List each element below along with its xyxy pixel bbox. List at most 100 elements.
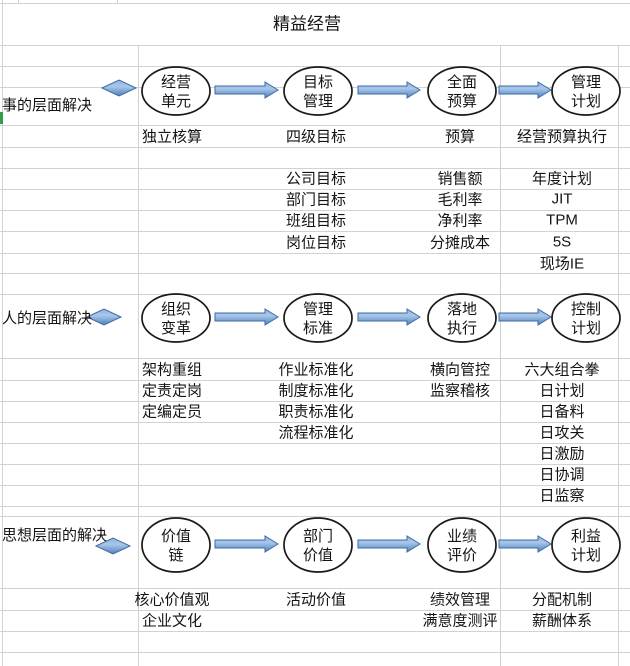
flow-node-label-line: 利益 bbox=[570, 528, 602, 545]
table-cell[interactable]: 定责定岗 bbox=[141, 382, 203, 400]
selection-indicator bbox=[0, 112, 3, 124]
flow-node-ellipse[interactable] bbox=[141, 293, 211, 343]
flow-node-label-line: 计划 bbox=[570, 547, 602, 564]
table-cell[interactable]: 架构重组 bbox=[141, 361, 203, 379]
table-cell[interactable]: 年度计划 bbox=[531, 170, 593, 188]
flow-node-label[interactable]: 管理标准 bbox=[303, 300, 333, 338]
flow-node-label[interactable]: 业绩评价 bbox=[447, 527, 477, 565]
flow-node-label-line: 管理 bbox=[302, 93, 334, 110]
flow-node-ellipse[interactable] bbox=[141, 517, 211, 573]
flow-node-label[interactable]: 价值链 bbox=[161, 527, 191, 565]
flow-arrow[interactable] bbox=[357, 81, 421, 99]
table-cell[interactable]: 分配机制 bbox=[531, 591, 593, 609]
flow-node-label-line: 标准 bbox=[302, 320, 334, 337]
flow-node-label-line: 管理 bbox=[570, 74, 602, 91]
table-cell[interactable]: 日监察 bbox=[539, 487, 585, 505]
table-cell[interactable]: 职责标准化 bbox=[278, 403, 354, 421]
flow-node-ellipse[interactable] bbox=[427, 293, 497, 343]
flow-node-label-line: 执行 bbox=[446, 320, 478, 337]
flow-node-label[interactable]: 组织变革 bbox=[161, 300, 191, 338]
flow-node-label-line: 价值 bbox=[302, 547, 334, 564]
table-cell[interactable]: 日计划 bbox=[539, 382, 585, 400]
table-cell[interactable]: 核心价值观 bbox=[134, 591, 210, 609]
flow-node-label-line: 计划 bbox=[570, 320, 602, 337]
flow-node-label[interactable]: 经营单元 bbox=[161, 73, 191, 111]
table-cell[interactable]: 四级目标 bbox=[285, 128, 347, 146]
table-cell[interactable]: 岗位目标 bbox=[285, 234, 347, 252]
flow-node-ellipse[interactable] bbox=[283, 517, 353, 573]
flow-node-label-line: 计划 bbox=[570, 93, 602, 110]
flow-node-label-line: 经营 bbox=[160, 74, 192, 91]
table-cell[interactable]: 销售额 bbox=[437, 170, 483, 188]
row-label[interactable]: 思想层面的解决 bbox=[2, 527, 108, 544]
table-cell[interactable]: 流程标准化 bbox=[278, 424, 354, 442]
flow-node-label-line: 链 bbox=[168, 547, 184, 564]
flow-node-label[interactable]: 落地执行 bbox=[447, 300, 477, 338]
table-cell[interactable]: 监察稽核 bbox=[429, 382, 491, 400]
table-cell[interactable]: 日激励 bbox=[539, 445, 585, 463]
flow-node-label[interactable]: 利益计划 bbox=[571, 527, 601, 565]
flow-node-ellipse[interactable] bbox=[551, 66, 621, 116]
flow-node-ellipse[interactable] bbox=[141, 66, 211, 116]
connector-diamond[interactable] bbox=[85, 308, 123, 326]
table-cell[interactable]: 横向管控 bbox=[429, 361, 491, 379]
flow-arrow[interactable] bbox=[498, 81, 552, 99]
table-cell[interactable]: JIT bbox=[551, 190, 573, 208]
flow-arrow[interactable] bbox=[357, 535, 421, 553]
table-cell[interactable]: 满意度测评 bbox=[422, 612, 498, 630]
flow-node-label[interactable]: 控制计划 bbox=[571, 300, 601, 338]
flow-node-label[interactable]: 管理计划 bbox=[571, 73, 601, 111]
flow-node-label-line: 管理 bbox=[302, 301, 334, 318]
table-cell[interactable]: 独立核算 bbox=[141, 128, 203, 146]
row-label[interactable]: 事的层面解决 bbox=[2, 97, 93, 114]
row-label[interactable]: 人的层面解决 bbox=[2, 310, 93, 327]
flow-node-ellipse[interactable] bbox=[427, 66, 497, 116]
table-cell[interactable]: 净利率 bbox=[437, 212, 483, 230]
flow-node-label-line: 业绩 bbox=[446, 528, 478, 545]
table-cell[interactable]: 六大组合拳 bbox=[524, 361, 600, 379]
flow-node-ellipse[interactable] bbox=[551, 517, 621, 573]
table-cell[interactable]: 活动价值 bbox=[285, 591, 347, 609]
flow-node-label-line: 落地 bbox=[446, 301, 478, 318]
flow-node-ellipse[interactable] bbox=[427, 517, 497, 573]
flow-node-label[interactable]: 目标管理 bbox=[303, 73, 333, 111]
flow-node-label[interactable]: 部门价值 bbox=[303, 527, 333, 565]
table-cell[interactable]: 薪酬体系 bbox=[531, 612, 593, 630]
table-cell[interactable]: 日协调 bbox=[539, 466, 585, 484]
table-cell[interactable]: 制度标准化 bbox=[278, 382, 354, 400]
flow-node-label-line: 价值 bbox=[160, 528, 192, 545]
table-cell[interactable]: 绩效管理 bbox=[429, 591, 491, 609]
flow-arrow[interactable] bbox=[214, 308, 279, 326]
table-cell[interactable]: 分摊成本 bbox=[429, 234, 491, 252]
flow-arrow[interactable] bbox=[498, 308, 552, 326]
table-cell[interactable]: 现场IE bbox=[539, 255, 585, 273]
table-cell[interactable]: 5S bbox=[552, 233, 572, 251]
table-cell[interactable]: 班组目标 bbox=[285, 212, 347, 230]
flow-node-label-line: 评价 bbox=[446, 547, 478, 564]
sheet-title[interactable]: 精益经营 bbox=[273, 14, 341, 34]
table-cell[interactable]: 毛利率 bbox=[437, 191, 483, 209]
flow-arrow[interactable] bbox=[357, 308, 421, 326]
connector-diamond[interactable] bbox=[100, 79, 138, 97]
table-cell[interactable]: 部门目标 bbox=[285, 191, 347, 209]
table-cell[interactable]: 日备料 bbox=[539, 403, 585, 421]
flow-arrow[interactable] bbox=[214, 535, 279, 553]
table-cell[interactable]: 企业文化 bbox=[141, 612, 203, 630]
table-cell[interactable]: 经营预算执行 bbox=[516, 128, 608, 146]
table-cell[interactable]: 日攻关 bbox=[539, 424, 585, 442]
table-cell[interactable]: TPM bbox=[546, 211, 578, 229]
connector-diamond[interactable] bbox=[94, 537, 132, 555]
flow-node-ellipse[interactable] bbox=[283, 293, 353, 343]
flow-arrow[interactable] bbox=[498, 535, 552, 553]
table-cell[interactable]: 作业标准化 bbox=[278, 361, 354, 379]
table-cell[interactable]: 定编定员 bbox=[141, 403, 203, 421]
flow-node-label[interactable]: 全面预算 bbox=[447, 73, 477, 111]
flow-node-label-line: 变革 bbox=[160, 320, 192, 337]
flow-node-label-line: 目标 bbox=[302, 74, 334, 91]
flow-node-ellipse[interactable] bbox=[551, 293, 621, 343]
table-cell[interactable]: 公司目标 bbox=[285, 170, 347, 188]
flow-arrow[interactable] bbox=[214, 81, 279, 99]
table-cell[interactable]: 预算 bbox=[444, 128, 476, 146]
flow-node-ellipse[interactable] bbox=[283, 66, 353, 116]
